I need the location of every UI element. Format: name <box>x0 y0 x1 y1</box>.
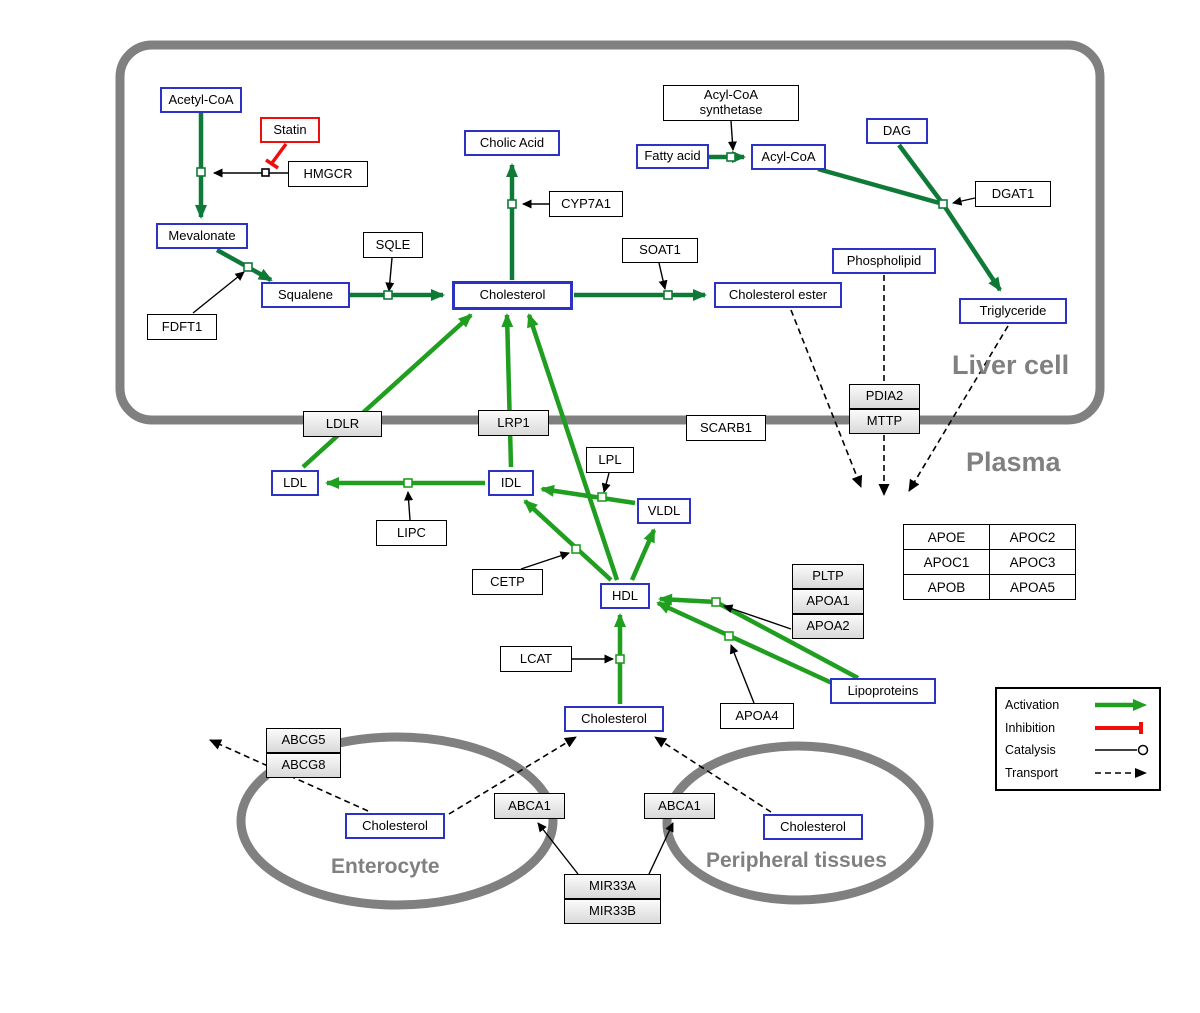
node-mttp[interactable]: MTTP <box>849 409 920 434</box>
node-dag[interactable]: DAG <box>866 118 928 144</box>
inhibition-edge-statin <box>265 142 288 170</box>
node-cholic-acid[interactable]: Cholic Acid <box>464 130 560 156</box>
node-scarb1[interactable]: SCARB1 <box>686 415 766 441</box>
node-dgat1[interactable]: DGAT1 <box>975 181 1051 207</box>
table-row: APOC1 APOC3 <box>903 549 1076 575</box>
node-apoa1[interactable]: APOA1 <box>792 589 864 614</box>
node-pltp[interactable]: PLTP <box>792 564 864 589</box>
node-ldlr[interactable]: LDLR <box>303 411 382 437</box>
node-triglyceride[interactable]: Triglyceride <box>959 298 1067 324</box>
node-fdft1[interactable]: FDFT1 <box>147 314 217 340</box>
node-fatty-acid[interactable]: Fatty acid <box>636 144 709 169</box>
legend-row-inhibition: Inhibition <box>1005 717 1151 739</box>
reaction-anchors <box>196 152 948 664</box>
enterocyte-membrane <box>236 732 558 910</box>
node-lcat[interactable]: LCAT <box>500 646 572 672</box>
node-mevalonate[interactable]: Mevalonate <box>156 223 248 249</box>
node-soat1[interactable]: SOAT1 <box>622 238 698 263</box>
legend-transport-label: Transport <box>1005 765 1059 780</box>
node-idl[interactable]: IDL <box>488 470 534 496</box>
node-mir33a[interactable]: MIR33A <box>564 874 661 899</box>
legend-inhibition-label: Inhibition <box>1005 720 1056 735</box>
node-abcg5[interactable]: ABCG5 <box>266 728 341 753</box>
node-apoa4[interactable]: APOA4 <box>720 703 794 729</box>
apo-table-cell[interactable]: APOC1 <box>903 549 990 575</box>
node-ldl[interactable]: LDL <box>271 470 319 496</box>
transport-dashed-arrow-icon <box>1095 767 1147 778</box>
legend-activation-label: Activation <box>1005 698 1060 713</box>
node-abca1-peripheral[interactable]: ABCA1 <box>644 793 715 819</box>
node-cholesterol-peripheral[interactable]: Cholesterol <box>763 814 863 840</box>
node-hdl[interactable]: HDL <box>600 583 650 609</box>
activation-edges-plasma <box>301 313 860 704</box>
node-cholesterol-liver[interactable]: Cholesterol <box>452 281 573 310</box>
legend-row-transport: Transport <box>1005 762 1151 784</box>
legend-row-activation: Activation <box>1005 694 1151 716</box>
catalysis-circle-icon <box>1095 745 1149 756</box>
legend: Activation Inhibition Catalysis Transpor… <box>995 687 1161 791</box>
catalysis-edges <box>192 120 976 875</box>
node-acyl-coa[interactable]: Acyl-CoA <box>751 144 826 170</box>
apo-table-cell[interactable]: APOC3 <box>989 549 1076 575</box>
inhibition-tbar-icon <box>1095 721 1143 734</box>
node-cholesterol-plasma[interactable]: Cholesterol <box>564 706 664 732</box>
node-abca1-enterocyte[interactable]: ABCA1 <box>494 793 565 819</box>
node-apoa2[interactable]: APOA2 <box>792 614 864 639</box>
apo-table-cell[interactable]: APOC2 <box>989 524 1076 550</box>
node-cholesterol-enterocyte[interactable]: Cholesterol <box>345 813 445 839</box>
node-lipoproteins[interactable]: Lipoproteins <box>830 678 936 704</box>
liver-cell-label: Liver cell <box>952 350 1070 380</box>
enterocyte-label: Enterocyte <box>331 855 440 878</box>
activation-arrow-icon <box>1095 699 1147 712</box>
plasma-label: Plasma <box>966 447 1061 477</box>
node-vldl[interactable]: VLDL <box>637 498 691 524</box>
node-pdia2[interactable]: PDIA2 <box>849 384 920 409</box>
liver-cell-membrane <box>115 40 1105 425</box>
peripheral-tissues-label: Peripheral tissues <box>706 849 887 872</box>
legend-catalysis-label: Catalysis <box>1005 743 1056 758</box>
node-squalene[interactable]: Squalene <box>261 282 350 308</box>
node-cetp[interactable]: CETP <box>472 569 543 595</box>
node-cholesterol-ester[interactable]: Cholesterol ester <box>714 282 842 308</box>
node-hmgcr[interactable]: HMGCR <box>288 161 368 187</box>
node-lipc[interactable]: LIPC <box>376 520 447 546</box>
node-acetyl-coa[interactable]: Acetyl-CoA <box>160 87 242 113</box>
legend-row-catalysis: Catalysis <box>1005 739 1151 761</box>
node-lrp1[interactable]: LRP1 <box>478 410 549 436</box>
apolipoprotein-table: APOE APOC2 APOC1 APOC3 APOB APOA5 <box>903 524 1076 600</box>
apo-table-cell[interactable]: APOB <box>903 574 990 600</box>
apo-table-cell[interactable]: APOE <box>903 524 990 550</box>
node-mir33b[interactable]: MIR33B <box>564 899 661 924</box>
node-sqle[interactable]: SQLE <box>363 232 423 258</box>
apo-table-cell[interactable]: APOA5 <box>989 574 1076 600</box>
table-row: APOB APOA5 <box>903 574 1076 600</box>
table-row: APOE APOC2 <box>903 524 1076 550</box>
node-cyp7a1[interactable]: CYP7A1 <box>549 191 623 217</box>
node-statin[interactable]: Statin <box>260 117 320 143</box>
node-phospholipid[interactable]: Phospholipid <box>832 248 936 274</box>
node-lpl[interactable]: LPL <box>586 447 634 473</box>
node-acyl-coa-synthetase[interactable]: Acyl-CoA synthetase <box>663 85 799 121</box>
node-abcg8[interactable]: ABCG8 <box>266 753 341 778</box>
